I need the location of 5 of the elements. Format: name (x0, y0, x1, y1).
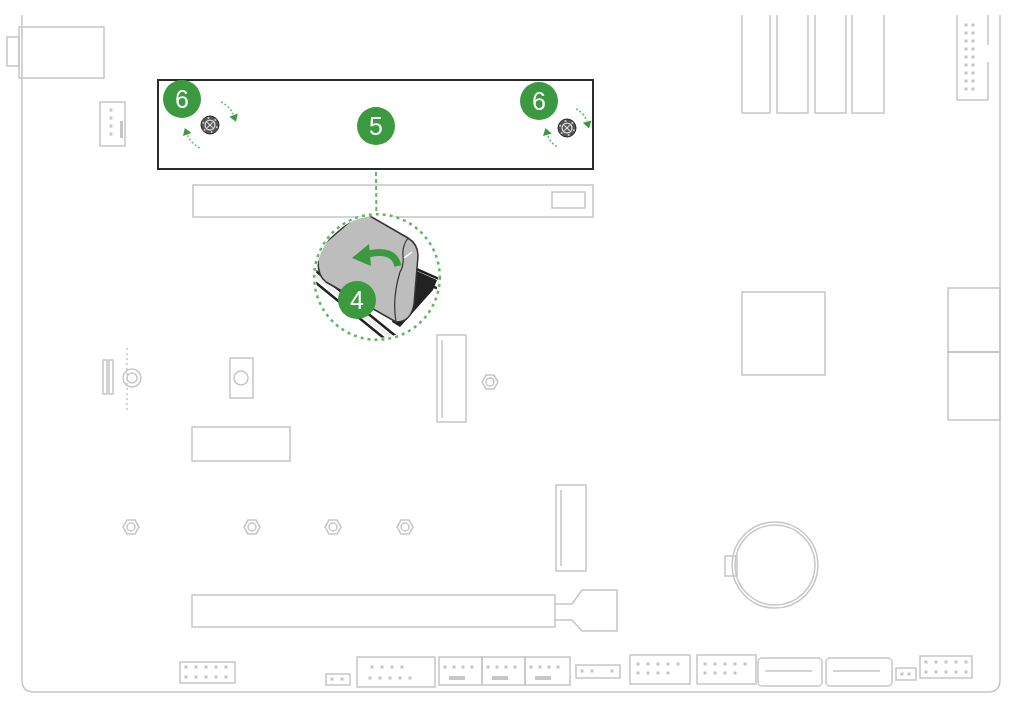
callout-number: 6 (520, 82, 558, 120)
ssd-card (157, 79, 594, 170)
dashed-leader-line (374, 171, 378, 212)
callout-number: 5 (357, 107, 395, 145)
callout-number: 6 (163, 80, 201, 118)
